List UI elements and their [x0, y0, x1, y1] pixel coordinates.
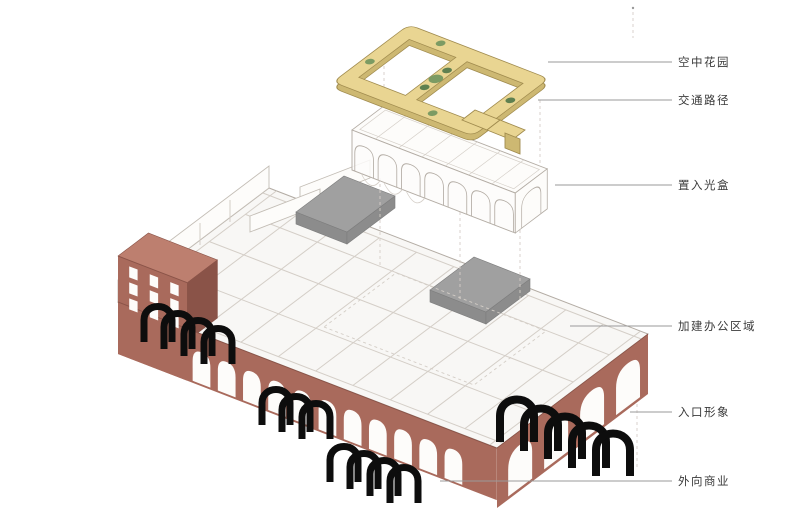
black-arch-rib [596, 434, 630, 477]
roof-garden-plants [364, 40, 516, 116]
label-entrance: 入口形象 [678, 405, 730, 419]
rooftop-box-1 [295, 175, 396, 245]
label-light-box: 置入光盒 [678, 178, 730, 192]
label-traffic-path: 交通路径 [678, 93, 730, 107]
label-office-area: 加建办公区域 [678, 319, 756, 333]
label-sky-garden: 空中花园 [678, 55, 730, 69]
label-commerce: 外向商业 [678, 474, 730, 488]
interior-partitions [166, 208, 610, 429]
rooftop-box-2 [429, 256, 531, 325]
annotation-ticks [631, 6, 638, 470]
labels: 空中花园 交通路径 置入光盒 加建办公区域 入口形象 外向商业 [678, 55, 756, 488]
sky-garden-plate [336, 26, 546, 155]
leader-lines [440, 61, 672, 482]
black-arch-rib [390, 468, 418, 504]
plate-top [336, 26, 546, 135]
light-box-front [351, 129, 516, 234]
light-box-end [514, 168, 548, 234]
light-box [351, 105, 549, 234]
circulation-ramp [461, 109, 526, 155]
